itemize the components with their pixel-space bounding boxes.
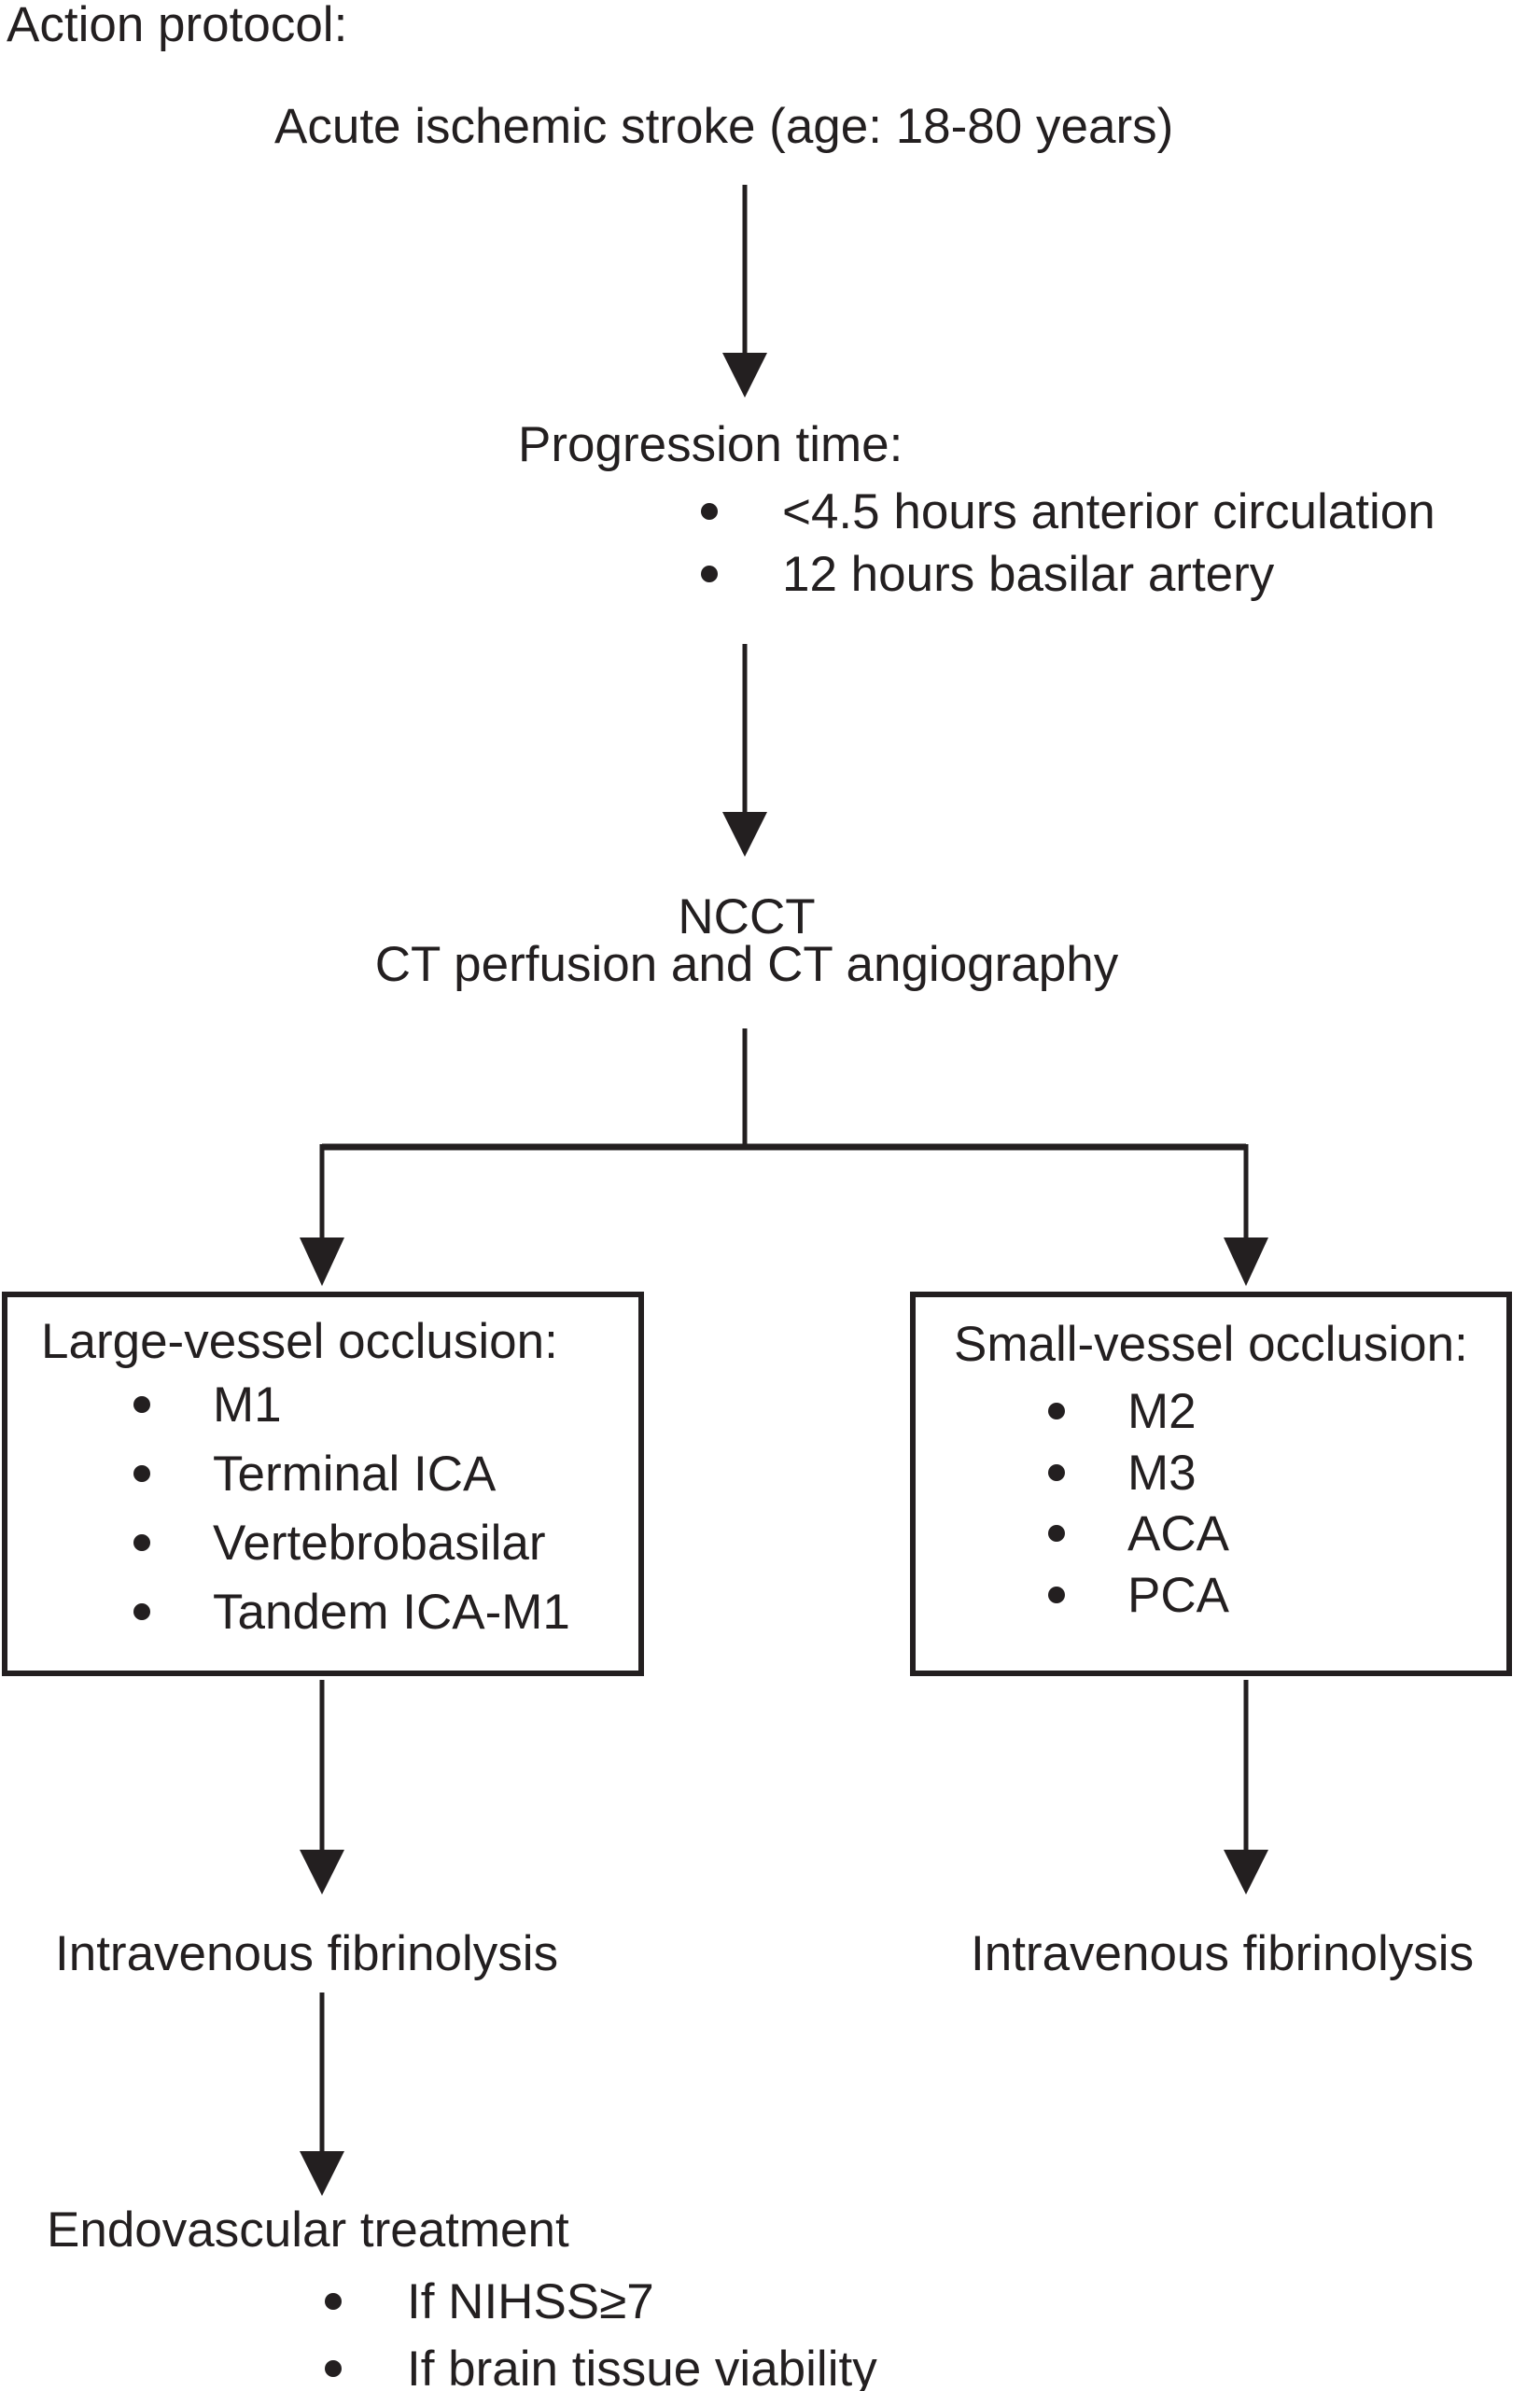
list-item-label: M2 bbox=[1127, 1383, 1197, 1439]
arrowhead-to-endovascular bbox=[300, 2151, 344, 2196]
list-item-tandem-ica-m1: Tandem ICA-M1 bbox=[133, 1586, 570, 1638]
list-item-vertebrobasilar: Vertebrobasilar bbox=[133, 1517, 545, 1569]
arrowhead-branch-left bbox=[300, 1237, 344, 1286]
bullet-icon bbox=[133, 1603, 150, 1620]
node-endovascular-treatment-heading: Endovascular treatment bbox=[47, 2202, 569, 2258]
list-item-label: If NIHSS≥7 bbox=[407, 2273, 654, 2329]
node-intravenous-fibrinolysis-right: Intravenous fibrinolysis bbox=[971, 1926, 1475, 1981]
list-item-label: <4.5 hours anterior circulation bbox=[782, 483, 1435, 539]
list-item-progression-anterior: <4.5 hours anterior circulation bbox=[701, 485, 1435, 538]
bullet-icon bbox=[133, 1396, 150, 1413]
list-item-label: Terminal ICA bbox=[213, 1446, 497, 1502]
list-item-m3: M3 bbox=[1048, 1447, 1197, 1499]
arrowhead-branch-right bbox=[1224, 1237, 1268, 1286]
bullet-icon bbox=[701, 503, 718, 520]
box-heading: Large-vessel occlusion: bbox=[41, 1314, 558, 1369]
list-item-label: PCA bbox=[1127, 1567, 1229, 1623]
box-heading: Small-vessel occlusion: bbox=[954, 1317, 1468, 1372]
bullet-icon bbox=[1048, 1403, 1065, 1419]
list-item-label: If brain tissue viability bbox=[407, 2341, 877, 2391]
list-item-label: Vertebrobasilar bbox=[213, 1515, 546, 1571]
list-item-brain-tissue-viability: If brain tissue viability bbox=[325, 2342, 877, 2391]
list-item-progression-basilar: 12 hours basilar artery bbox=[701, 548, 1274, 600]
list-item-label: M3 bbox=[1127, 1445, 1197, 1501]
bullet-icon bbox=[1048, 1464, 1065, 1481]
node-progression-time-heading: Progression time: bbox=[518, 417, 903, 472]
bullet-icon bbox=[133, 1465, 150, 1482]
list-item-label: M1 bbox=[213, 1377, 282, 1433]
node-ncct: NCCT bbox=[678, 889, 816, 944]
node-ct-perfusion-angiography: CT perfusion and CT angiography bbox=[374, 937, 1119, 992]
list-item-terminal-ica: Terminal ICA bbox=[133, 1447, 496, 1500]
bullet-icon bbox=[325, 2293, 342, 2310]
box-large-vessel-occlusion: Large-vessel occlusion: M1 Terminal ICA … bbox=[2, 1292, 644, 1676]
list-item-m1: M1 bbox=[133, 1378, 282, 1431]
arrowhead-progression-to-imaging bbox=[722, 812, 767, 857]
list-item-label: ACA bbox=[1127, 1505, 1229, 1561]
arrowhead-start-to-progression bbox=[722, 353, 767, 398]
bullet-icon bbox=[1048, 1587, 1065, 1603]
list-item-label: 12 hours basilar artery bbox=[782, 546, 1275, 602]
arrowhead-right-box-exit bbox=[1224, 1850, 1268, 1895]
list-item-pca: PCA bbox=[1048, 1569, 1229, 1621]
list-item-aca: ACA bbox=[1048, 1507, 1229, 1559]
bullet-icon bbox=[133, 1534, 150, 1551]
list-item-label: Tandem ICA-M1 bbox=[213, 1584, 570, 1640]
node-acute-ischemic-stroke: Acute ischemic stroke (age: 18-80 years) bbox=[274, 99, 1174, 154]
list-item-m2: M2 bbox=[1048, 1385, 1197, 1437]
node-intravenous-fibrinolysis-left: Intravenous fibrinolysis bbox=[55, 1926, 559, 1981]
bullet-icon bbox=[1048, 1525, 1065, 1542]
page-title: Action protocol: bbox=[7, 0, 348, 52]
bullet-icon bbox=[325, 2360, 342, 2377]
bullet-icon bbox=[701, 566, 718, 582]
arrowhead-left-box-exit bbox=[300, 1850, 344, 1895]
box-small-vessel-occlusion: Small-vessel occlusion: M2 M3 ACA PCA bbox=[910, 1292, 1512, 1676]
list-item-nihss: If NIHSS≥7 bbox=[325, 2275, 654, 2328]
